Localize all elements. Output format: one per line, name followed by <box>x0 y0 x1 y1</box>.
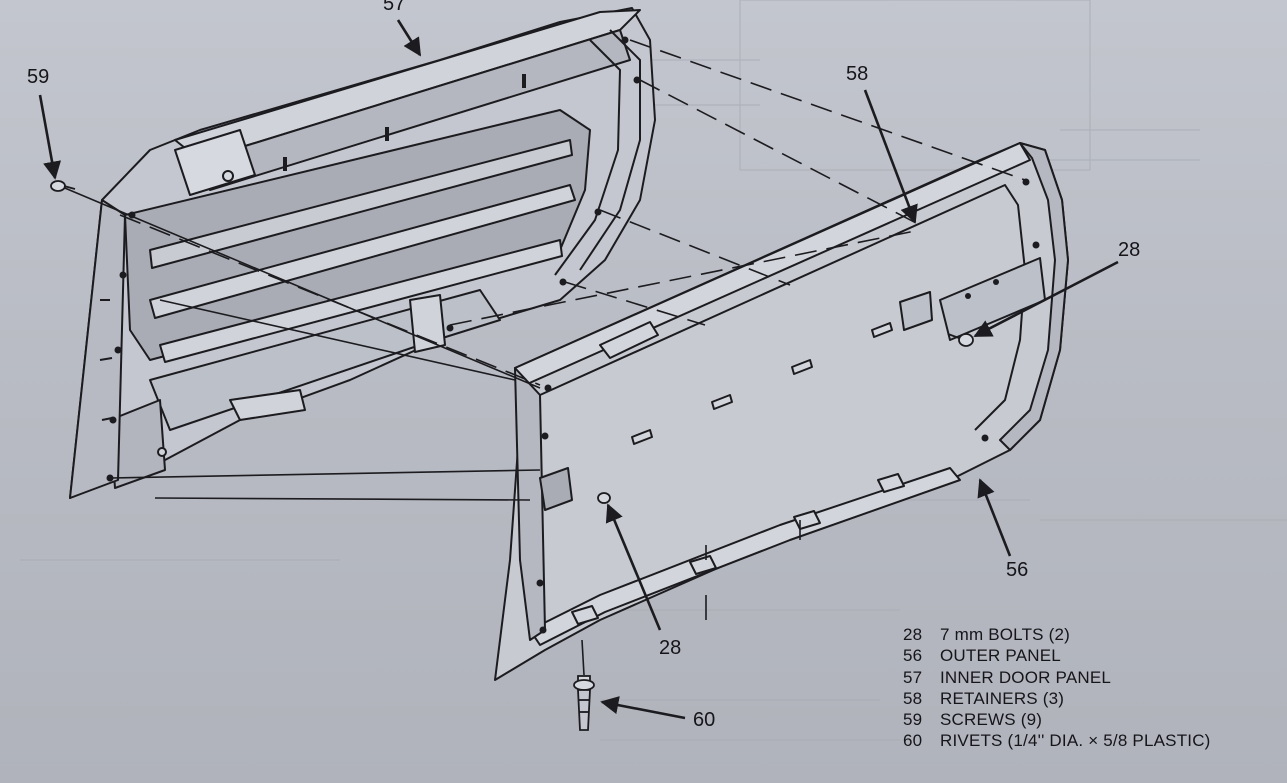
parts-legend: 28 7 mm BOLTS (2) 56 OUTER PANEL 57 INNER D… <box>903 624 1211 752</box>
callout-56: 56 <box>1006 559 1029 581</box>
callout-57: 57 <box>383 0 406 15</box>
legend-number: 58 <box>903 688 923 708</box>
bolt-28-bottom <box>597 492 611 504</box>
legend-row-28: 28 7 mm BOLTS (2) <box>903 624 1211 645</box>
bolt-28-right <box>947 333 974 347</box>
legend-number: 56 <box>903 646 923 666</box>
callout-58: 58 <box>846 63 869 85</box>
legend-number: 60 <box>903 731 923 751</box>
screw-59 <box>50 180 76 192</box>
legend-row-58: 58 RETAINERS (3) <box>903 688 1211 709</box>
rivet-60 <box>573 675 595 731</box>
legend-label: RETAINERS (3) <box>940 688 1065 708</box>
callout-59: 59 <box>27 66 50 88</box>
legend-label: RIVETS (1/4'' DIA. × 5/8 PLASTIC) <box>940 731 1211 751</box>
legend-row-60: 60 RIVETS (1/4'' DIA. × 5/8 PLASTIC) <box>903 730 1211 751</box>
legend-row-56: 56 OUTER PANEL <box>903 645 1211 666</box>
projection-lines <box>59 185 801 676</box>
legend-number: 59 <box>903 710 923 730</box>
leader-arrows <box>38 19 1119 720</box>
legend-label: INNER DOOR PANEL <box>940 667 1112 687</box>
callout-28-right: 28 <box>1118 239 1141 261</box>
legend-number: 57 <box>903 667 923 687</box>
legend-row-59: 59 SCREWS (9) <box>903 709 1211 730</box>
legend-label: 7 mm BOLTS (2) <box>940 625 1071 644</box>
legend-label: SCREWS (9) <box>940 710 1043 730</box>
legend-row-57: 57 INNER DOOR PANEL <box>903 667 1211 688</box>
legend-number: 28 <box>903 625 923 644</box>
legend-label: OUTER PANEL <box>940 646 1061 666</box>
callout-60: 60 <box>693 709 716 731</box>
callout-28-bottom: 28 <box>659 637 682 659</box>
inner-door-panel <box>69 7 656 499</box>
